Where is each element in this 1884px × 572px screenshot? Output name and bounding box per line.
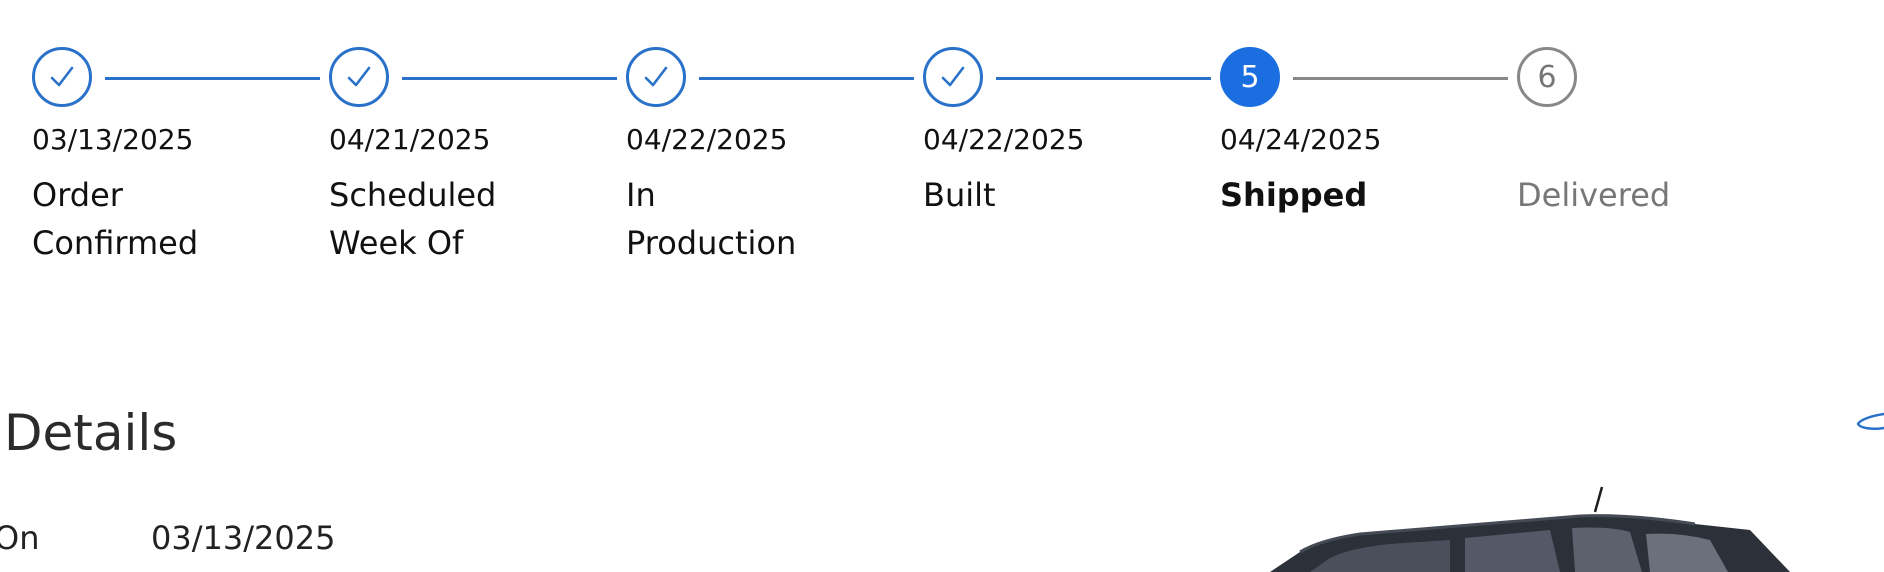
step-delivered: 6 Delivered bbox=[1517, 47, 1797, 219]
step-date: 04/22/2025 bbox=[626, 123, 788, 156]
step-scheduled-week-of: 04/21/2025 Scheduled Week Of bbox=[329, 47, 609, 267]
step-1-complete-circle bbox=[32, 47, 92, 107]
connector-2-3 bbox=[402, 77, 617, 80]
check-icon bbox=[644, 66, 668, 87]
connector-3-4 bbox=[699, 77, 914, 80]
step-6-pending-circle: 6 bbox=[1517, 47, 1577, 107]
step-2-complete-circle bbox=[329, 47, 389, 107]
step-date: 04/24/2025 bbox=[1220, 123, 1382, 156]
order-progress-tracker: 03/13/2025 Order Confirmed 04/21/2025 Sc… bbox=[32, 47, 1797, 267]
step-label: Delivered bbox=[1517, 176, 1671, 214]
step-in-production: 04/22/2025 In Production bbox=[626, 47, 906, 267]
check-icon bbox=[941, 66, 965, 87]
detail-label-ordered-on: On bbox=[0, 519, 40, 557]
step-date: 04/22/2025 bbox=[923, 123, 1085, 156]
step-label: In Production bbox=[626, 176, 797, 262]
step-label: Shipped bbox=[1220, 176, 1368, 214]
step-date: 03/13/2025 bbox=[32, 123, 194, 156]
step-label: Order Confirmed bbox=[32, 176, 199, 262]
step-3-complete-circle bbox=[626, 47, 686, 107]
step-5-current-circle: 5 bbox=[1220, 47, 1280, 107]
connector-5-6 bbox=[1293, 77, 1508, 80]
step-shipped: 5 04/24/2025 Shipped bbox=[1220, 47, 1500, 219]
swoosh-icon bbox=[1856, 412, 1884, 431]
connector-1-2 bbox=[105, 77, 320, 80]
check-icon bbox=[50, 66, 74, 87]
check-icon bbox=[347, 66, 371, 87]
detail-value-ordered-on: 03/13/2025 bbox=[151, 519, 336, 557]
details-heading: Details bbox=[4, 404, 178, 462]
step-label: Scheduled Week Of bbox=[329, 176, 497, 262]
vehicle-image bbox=[1270, 486, 1790, 572]
step-built: 04/22/2025 Built bbox=[923, 47, 1203, 219]
connector-4-5 bbox=[996, 77, 1211, 80]
step-date bbox=[1517, 123, 1797, 157]
step-4-complete-circle bbox=[923, 47, 983, 107]
step-date: 04/21/2025 bbox=[329, 123, 491, 156]
step-label: Built bbox=[923, 176, 996, 214]
step-order-confirmed: 03/13/2025 Order Confirmed bbox=[32, 47, 312, 267]
